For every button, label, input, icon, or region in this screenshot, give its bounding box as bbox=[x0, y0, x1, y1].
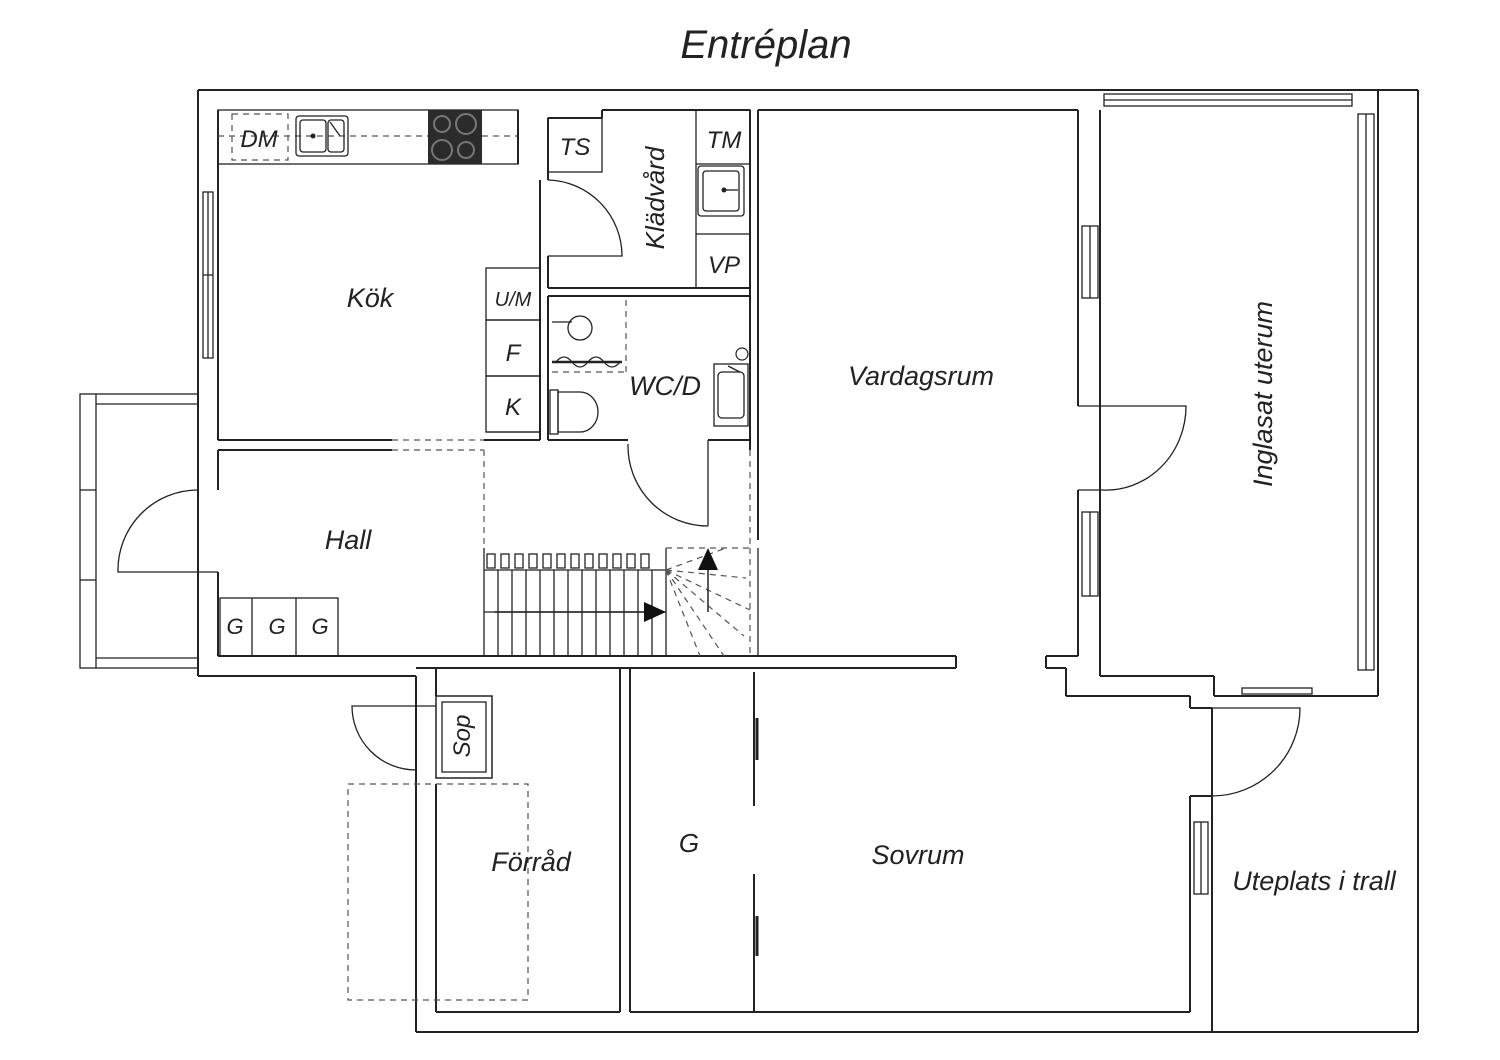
bedroom-window bbox=[1193, 821, 1209, 895]
sunroom-glazing-right bbox=[1357, 113, 1375, 671]
stair-steps bbox=[486, 553, 653, 656]
living-room-door bbox=[1078, 405, 1187, 491]
stair-arrow-icon bbox=[494, 548, 718, 622]
stair-baluster bbox=[626, 553, 636, 569]
room-label-hall: Hall bbox=[325, 525, 373, 555]
room-label-sunroom: Inglasat uterum bbox=[1248, 301, 1278, 487]
room-label-living-room: Vardagsrum bbox=[848, 361, 994, 391]
wardrobe-label-hall-1: G bbox=[226, 614, 243, 639]
laundry-room bbox=[547, 109, 759, 540]
waste-label: Sop bbox=[449, 715, 476, 758]
sunroom-glazing-bottom bbox=[1241, 687, 1313, 695]
room-label-laundry: Klädvård bbox=[640, 145, 670, 249]
stair-baluster bbox=[528, 553, 538, 569]
wardrobe-label-hall-2: G bbox=[268, 614, 285, 639]
stair-baluster bbox=[514, 553, 524, 569]
kitchen-sink-icon bbox=[295, 115, 349, 157]
sunroom-glazing-top bbox=[1103, 93, 1353, 107]
hall-area bbox=[217, 450, 957, 669]
hall-wardrobes bbox=[219, 597, 339, 657]
stair-baluster bbox=[486, 553, 496, 569]
sunroom-walls bbox=[1099, 90, 1379, 697]
room-label-patio: Uteplats i trall bbox=[1232, 866, 1397, 896]
room-label-bedroom: Sovrum bbox=[871, 840, 964, 870]
stair-baluster bbox=[640, 553, 650, 569]
plan-title: Entréplan bbox=[680, 23, 851, 67]
wardrobe-label-bedroom: G bbox=[679, 828, 699, 858]
room-label-storage: Förråd bbox=[491, 847, 572, 877]
wc-room bbox=[548, 300, 750, 441]
stair-baluster bbox=[570, 553, 580, 569]
wash-basin-icon bbox=[713, 347, 749, 427]
living-room-walls bbox=[758, 109, 1212, 709]
bedroom-wardrobe bbox=[753, 672, 759, 1012]
washer-label: TM bbox=[707, 127, 742, 154]
storage-shelf-outline bbox=[347, 783, 529, 1001]
stove-icon bbox=[428, 110, 482, 164]
bedroom-walls bbox=[629, 668, 1213, 1032]
kitchen-window bbox=[202, 191, 214, 359]
shower-icon bbox=[552, 315, 622, 368]
appliance-column bbox=[485, 267, 541, 433]
water-heater-label: VP bbox=[708, 252, 740, 279]
wardrobe-label-hall-3: G bbox=[311, 614, 328, 639]
storage-walls bbox=[435, 668, 621, 1013]
outer-walls bbox=[197, 89, 1419, 1033]
dryer-label: TS bbox=[560, 134, 591, 161]
wc-door bbox=[627, 440, 709, 527]
kitchen-walls bbox=[218, 110, 549, 451]
stair-baluster bbox=[612, 553, 622, 569]
patio-door bbox=[1211, 707, 1301, 797]
stair-baluster bbox=[556, 553, 566, 569]
entrance-porch bbox=[79, 393, 199, 669]
living-room-window-lower bbox=[1081, 511, 1099, 597]
stair-baluster bbox=[500, 553, 510, 569]
room-label-kitchen: Kök bbox=[347, 283, 395, 313]
microwave-oven-label: U/M bbox=[495, 289, 532, 311]
stair-baluster bbox=[584, 553, 594, 569]
freezer-label: K bbox=[505, 394, 522, 421]
laundry-sink-icon bbox=[697, 165, 745, 217]
laundry-door bbox=[547, 179, 623, 257]
living-room-window-upper bbox=[1081, 225, 1099, 299]
fridge-label: F bbox=[506, 340, 522, 367]
entrance-door bbox=[117, 489, 218, 573]
stair-baluster bbox=[598, 553, 608, 569]
storage-door bbox=[351, 705, 436, 771]
waste-bin-box bbox=[435, 695, 493, 779]
room-label-wc: WC/D bbox=[629, 371, 701, 401]
dishwasher-label: DM bbox=[240, 126, 277, 153]
toilet-icon bbox=[549, 389, 599, 435]
stair-baluster bbox=[542, 553, 552, 569]
